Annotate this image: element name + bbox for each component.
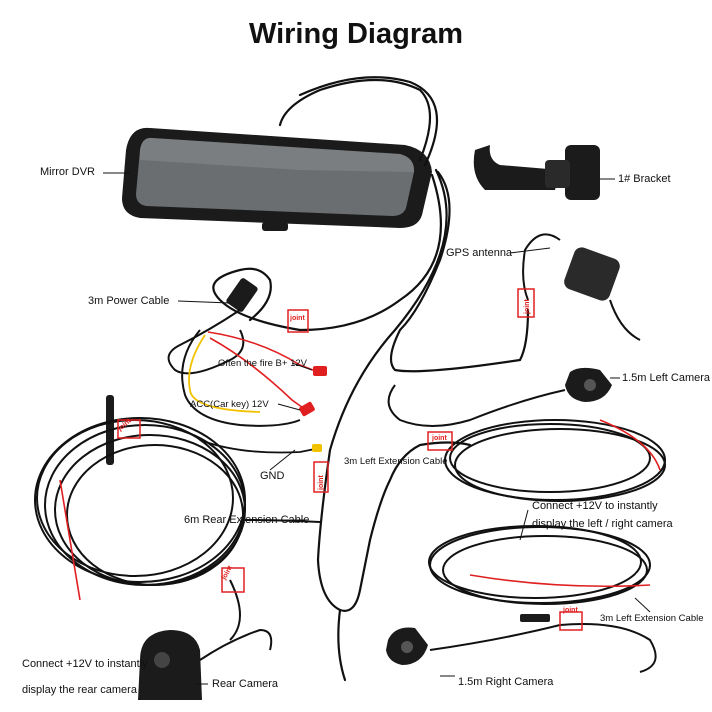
joint-marker-right: joint [559, 607, 583, 631]
label-power-cable: 3m Power Cable [88, 295, 170, 307]
bracket-art [473, 145, 600, 200]
joint-marker-center: joint [313, 461, 329, 493]
svg-text:joint: joint [318, 475, 325, 491]
label-acc: ACC(Car key) 12V [190, 399, 269, 410]
label-connect-rear-line1: Connect +12V to instantly [22, 658, 148, 670]
joint-marker-rear-ext: joint [220, 564, 245, 593]
svg-text:joint: joint [431, 435, 447, 442]
gps-antenna-art [522, 233, 641, 341]
label-mirror-dvr: Mirror DVR [40, 166, 95, 178]
label-fire-b: Often the fire B+ 12V [218, 358, 307, 369]
svg-text:joint: joint [220, 564, 234, 582]
label-left-ext-cable-bottom: 3m Left Extension Cable [600, 613, 704, 624]
power-cable-art [106, 278, 327, 465]
label-left-ext-cable-top: 3m Left Extension Cable [344, 456, 448, 467]
left-camera-art [387, 367, 612, 427]
mirror-dvr [122, 127, 432, 231]
label-gnd: GND [260, 470, 285, 482]
diagram-title: Wiring Diagram [248, 18, 464, 50]
svg-text:joint: joint [289, 315, 305, 322]
label-left-camera: 1.5m Left Camera [622, 372, 711, 384]
label-connect-rear-line2: display the rear camera [22, 684, 137, 696]
leader-lines [103, 172, 651, 685]
label-right-camera: 1.5m Right Camera [458, 676, 554, 688]
joint-marker-gps: joint [517, 288, 535, 318]
label-gps-antenna: GPS antenna [446, 247, 513, 259]
label-rear-ext-cable: 6m Rear Extension Cable [184, 514, 310, 526]
main-cables [212, 76, 530, 682]
joint-marker-power: joint [287, 309, 309, 333]
svg-text:joint: joint [524, 299, 531, 315]
label-connect-lr-line2: display the left / right camera [532, 518, 673, 530]
label-rear-camera: Rear Camera [212, 678, 279, 690]
right-camera-art [386, 614, 657, 673]
joint-marker-left-ext: joint [427, 431, 453, 451]
label-bracket: 1# Bracket [618, 173, 671, 185]
left-ext-coil-bottom [428, 525, 651, 605]
svg-text:joint: joint [562, 607, 578, 614]
left-ext-coil-top [444, 419, 666, 502]
rear-camera-art [138, 628, 273, 700]
rear-extension-coil [34, 417, 321, 641]
label-connect-lr-line1: Connect +12V to instantly [532, 500, 658, 512]
